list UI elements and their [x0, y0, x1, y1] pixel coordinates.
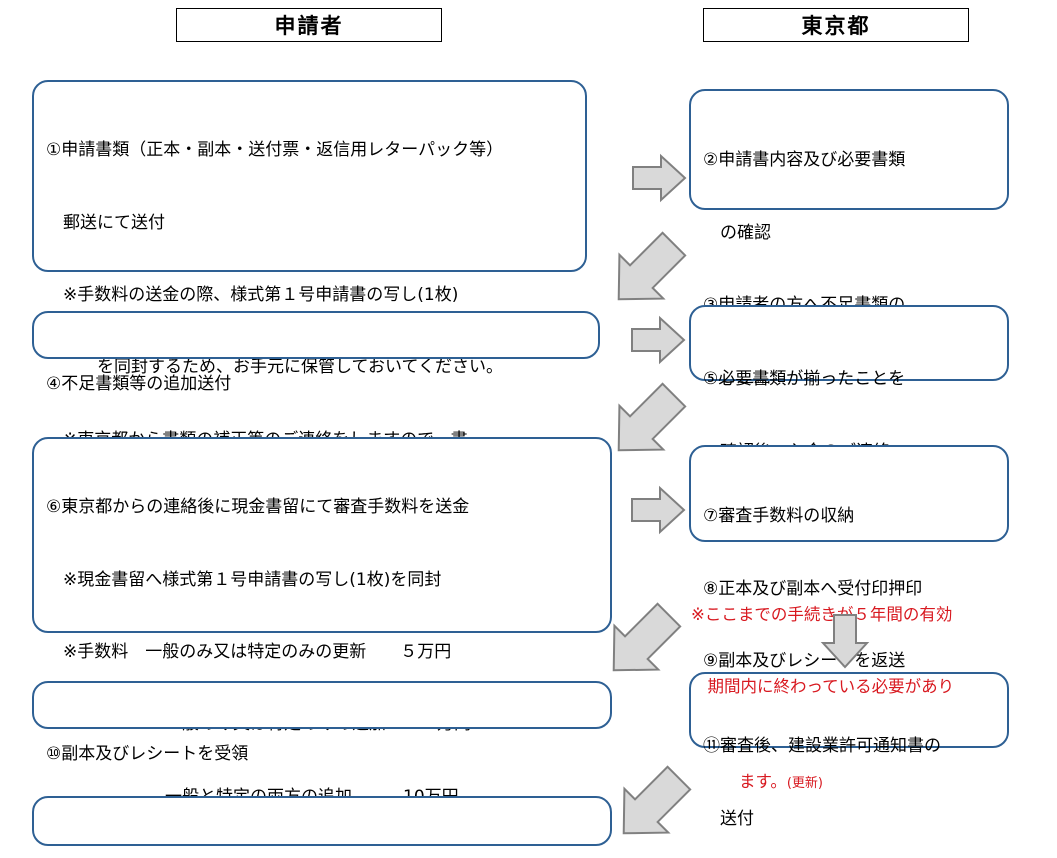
warning-line-1: ※ここまでの手続きが５年間の有効	[691, 604, 953, 624]
line: ④不足書類等の追加送付	[46, 374, 232, 395]
column-header-tokyo-label: 東京都	[801, 14, 871, 38]
arrow-downleft-4	[602, 755, 702, 855]
line: ⑥東京都からの連絡後に現金書留にて審査手数料を送金	[46, 497, 470, 518]
process-box-step-12: ⑫建設業許可通知書の受領	[32, 796, 612, 846]
line: ⑪審査後、建設業許可通知書の	[703, 736, 941, 757]
process-box-step-1: ①申請書類（正本・副本・送付票・返信用レターパック等） 郵送にて送付 ※手数料の…	[32, 80, 587, 522]
process-box-step-7-9: ⑦審査手数料の収納 ⑧正本及び副本へ受付印押印 ⑨副本及びレシートを返送	[689, 445, 1009, 671]
warning-line-3: ます。	[722, 772, 787, 792]
line: を同封するため、お手元に保管しておいてください。	[46, 357, 503, 378]
column-header-tokyo: 東京都	[703, 8, 969, 42]
process-box-step-4-text: ④不足書類等の追加送付	[34, 313, 598, 451]
process-box-step-4: ④不足書類等の追加送付	[32, 311, 600, 394]
process-box-step-5: ⑤必要書類が揃ったことを 確認後、入金のご連絡	[689, 305, 1009, 462]
column-header-applicant-label: 申請者	[274, 14, 344, 38]
arrow-right-1	[631, 153, 687, 203]
process-box-step-10-text: ⑩副本及びレシートを受領	[34, 683, 610, 821]
line: ※手数料の送金の際、様式第１号申請書の写し(1枚)	[46, 285, 459, 305]
line: ⑦審査手数料の収納	[703, 506, 855, 527]
arrow-downleft-1	[597, 221, 697, 321]
warning-line-3-wrap: ます。(更新)	[691, 746, 1021, 818]
arrow-downleft-3	[592, 592, 692, 692]
warning-line-3-suffix: (更新)	[786, 776, 823, 792]
process-box-step-6: ⑥東京都からの連絡後に現金書留にて審査手数料を送金 ※現金書留へ様式第１号申請書…	[32, 437, 612, 807]
process-box-step-10: ⑩副本及びレシートを受領	[32, 681, 612, 764]
line: ①申請書類（正本・副本・送付票・返信用レターパック等）	[46, 140, 504, 161]
validity-period-warning-note: ※ここまでの手続きが５年間の有効 期間内に終わっている必要があり ます。(更新)	[691, 555, 1021, 858]
line: 送付	[703, 808, 754, 829]
arrow-downleft-2	[597, 372, 697, 472]
line: の確認	[703, 222, 771, 243]
process-box-step-2-3: ②申請書内容及び必要書類 の確認 ③申請者の方へ不足書類の ご連絡	[689, 89, 1009, 387]
process-box-step-11-text: ⑪審査後、建設業許可通知書の 送付	[691, 674, 1007, 858]
arrow-down-1	[820, 613, 870, 669]
process-box-step-11: ⑪審査後、建設業許可通知書の 送付	[689, 672, 1009, 829]
process-box-step-12-text: ⑫建設業許可通知書の受領	[34, 798, 610, 858]
warning-line-2: 期間内に終わっている必要があり	[691, 676, 955, 696]
line: ⑧正本及び副本へ受付印押印	[703, 578, 923, 599]
line: ⑤必要書類が揃ったことを	[703, 369, 906, 390]
line: 郵送にて送付	[46, 212, 165, 233]
arrow-right-2	[630, 315, 686, 365]
column-header-applicant: 申請者	[176, 8, 442, 42]
arrow-right-3	[630, 485, 686, 535]
line: ②申請書内容及び必要書類	[703, 150, 906, 171]
line: ※手数料 一般のみ又は特定のみの更新 ５万円	[46, 642, 452, 662]
line: ※現金書留へ様式第１号申請書の写し(1枚)を同封	[46, 569, 442, 590]
line: ⑩副本及びレシートを受領	[46, 744, 249, 765]
